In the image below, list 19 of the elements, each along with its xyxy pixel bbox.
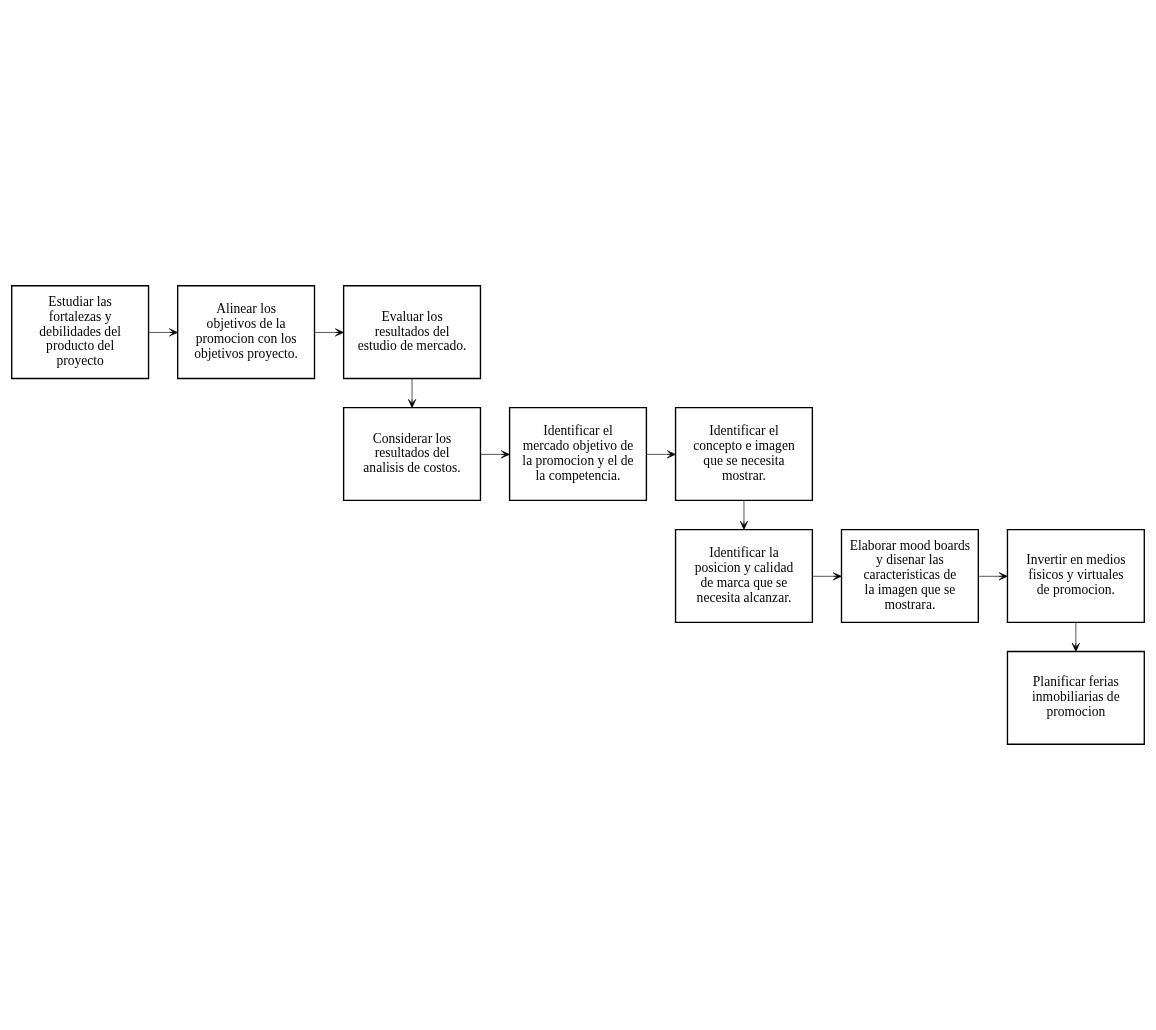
node-box: Estudiar las fortalezas y debilidades del producto del proyecto [11,285,150,380]
node-box: Alinear los objetivos de la promocion con los objetivos proyecto. [177,285,316,380]
node-box: Identificar el concepto e imagen que se necesita mostrar. [674,406,814,502]
arrow [408,378,417,408]
arrow [739,500,748,530]
arrow [148,328,178,337]
node-box: Elaborar mood boards y disenar las caracteristicas de la imagen que se mostrara. [840,528,979,624]
arrow [314,328,344,337]
node-box: Evaluar los resultados del estudio de mercado. [342,285,482,380]
node-box: Identificar la posicion y calidad de marca que se necesita alcanzar. [674,528,814,624]
arrow [646,450,676,459]
node-box: Invertir en medios fisicos y virtuales de promocion. [1006,528,1145,624]
arrow [978,572,1008,581]
node-box: Identificar el mercado objetivo de la promocion y el de la competencia. [508,406,648,502]
node-box: Considerar los resultados del analisis de costos. [342,406,482,502]
arrow [1071,622,1080,652]
arrow [812,572,842,581]
arrow [480,450,510,459]
node-box: Planificar ferias inmobiliarias de promocion [1006,650,1145,745]
